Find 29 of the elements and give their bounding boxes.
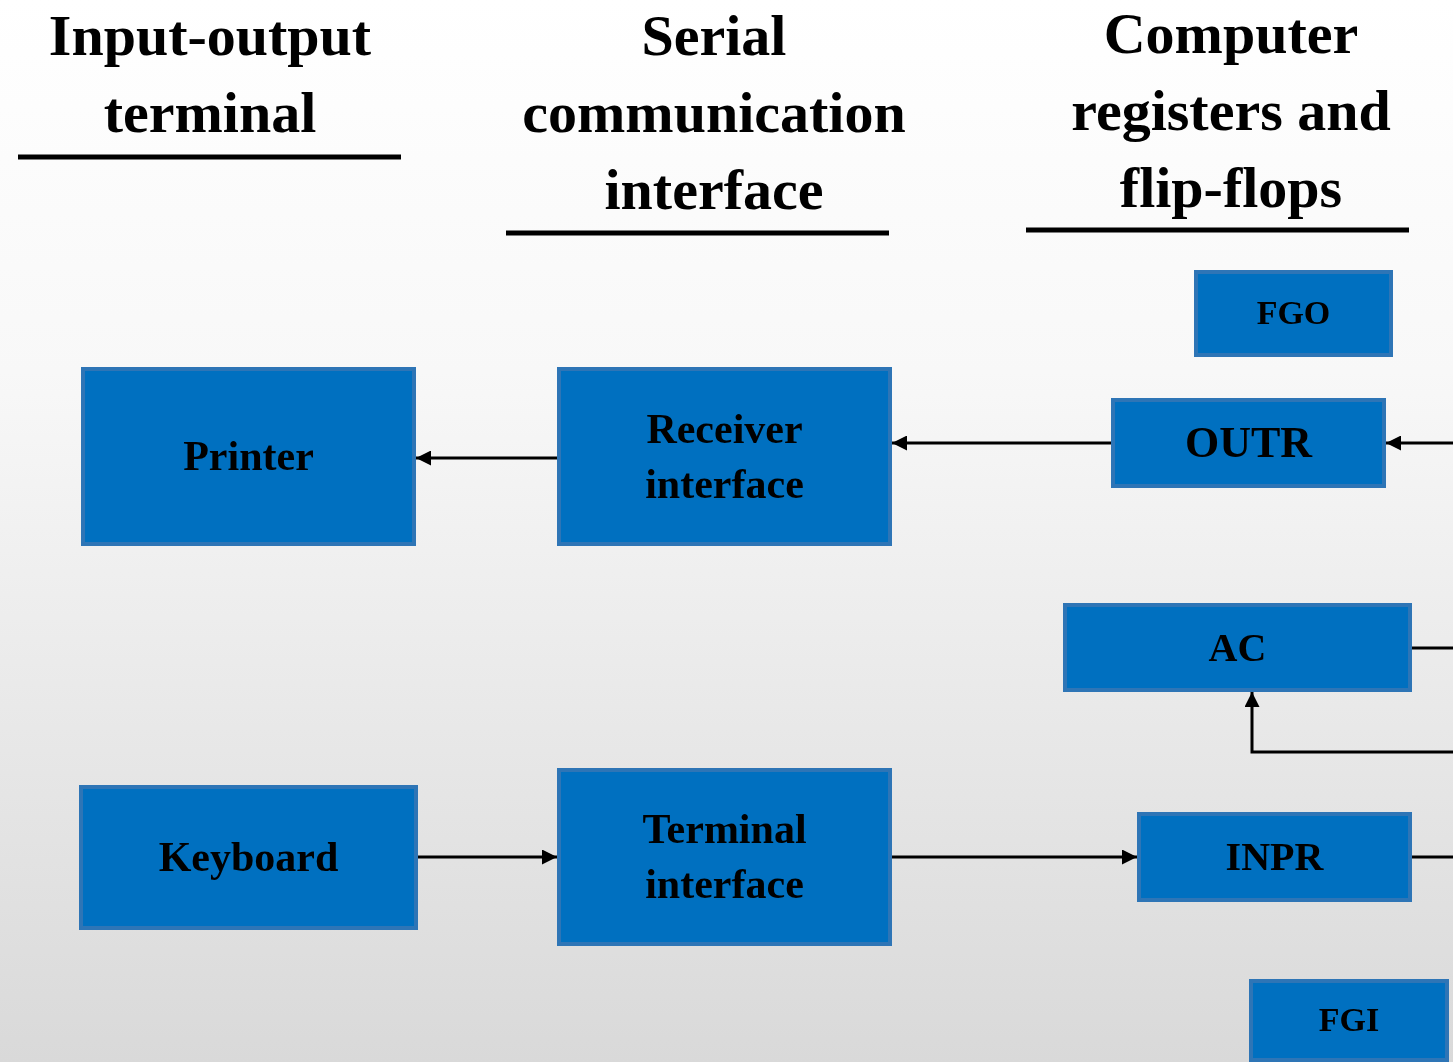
arrow	[1386, 435, 1453, 451]
column-heading: Serial communication interface	[521, 2, 907, 224]
box-label: FGO	[1256, 293, 1331, 334]
arrow	[892, 435, 1111, 451]
box-label: Terminal interface	[641, 805, 808, 909]
register-box	[557, 768, 892, 946]
register-box	[1137, 812, 1412, 902]
arrow	[418, 849, 557, 865]
arrow	[1244, 692, 1453, 754]
register-box	[1111, 398, 1386, 488]
box-label: FGI	[1318, 1000, 1380, 1041]
box-label: INPR	[1225, 833, 1324, 881]
column-heading: Computer registers and flip-flops	[1070, 0, 1392, 222]
register-box	[81, 367, 416, 546]
box-label: Keyboard	[158, 833, 339, 883]
box-label: OUTR	[1184, 417, 1313, 470]
column-heading: Input-output terminal	[47, 2, 373, 147]
arrow	[416, 450, 557, 466]
register-box	[1249, 979, 1449, 1062]
register-box	[79, 785, 418, 930]
box-label: AC	[1208, 623, 1267, 672]
register-box	[1063, 603, 1412, 692]
register-box	[557, 367, 892, 546]
connector-line	[1412, 646, 1453, 650]
register-box	[1194, 270, 1393, 357]
arrow	[892, 849, 1137, 865]
box-label: Receiver interface	[644, 404, 805, 509]
box-label: Printer	[183, 432, 314, 482]
connector-line	[1412, 855, 1453, 859]
